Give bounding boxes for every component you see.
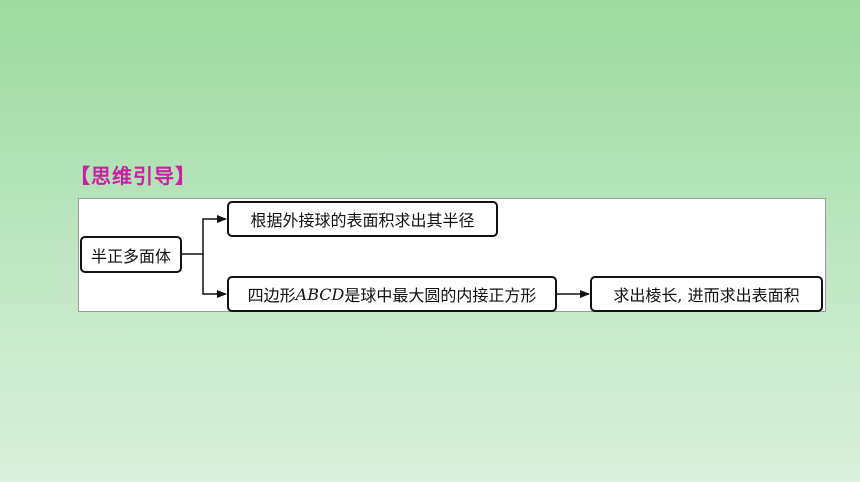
node-bottom-suffix: 是球中最大圆的内接正方形 [344, 286, 537, 305]
node-bottom-label: ABCD [295, 284, 345, 304]
node-top: 根据外接球的表面积求出其半径 [227, 201, 498, 237]
edge-root-to-top [182, 215, 227, 255]
node-bottom-prefix: 四边形 [247, 286, 296, 305]
node-root: 半正多面体 [80, 236, 182, 273]
section-heading: 【思维引导】 [70, 164, 196, 188]
node-result: 求出棱长, 进而求出表面积 [590, 276, 823, 312]
edge-root-to-bottom [202, 254, 227, 298]
